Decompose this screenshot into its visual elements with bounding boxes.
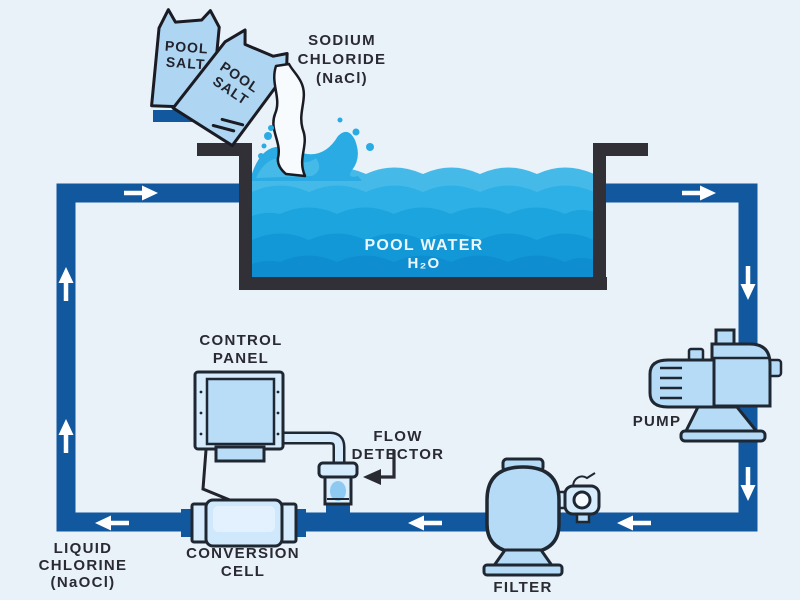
pump-motor	[648, 358, 716, 409]
filter-base	[482, 563, 564, 577]
conversion-cell-label: CELL	[221, 563, 265, 580]
sodium-chloride-formula: (NaCl)	[316, 70, 368, 87]
panel-tab	[214, 445, 266, 463]
filter-tank	[485, 465, 561, 555]
pump-label: PUMP	[633, 413, 682, 430]
panel-screen	[205, 377, 276, 446]
filter-valve-dial	[572, 490, 592, 510]
cell-highlight	[213, 506, 275, 532]
panel-screws	[199, 390, 280, 436]
diagram-labels: SODIUM CHLORIDE (NaCl) CONTROL PANEL FLO…	[39, 32, 682, 596]
flow-detector	[317, 450, 396, 517]
pump-motor-fins	[660, 366, 682, 400]
control-panel-label: CONTROL	[199, 332, 282, 349]
filter-label: FILTER	[493, 579, 552, 596]
pump-head	[710, 342, 772, 408]
pool-walls	[197, 143, 648, 290]
pump	[648, 328, 783, 443]
salt-bag-front: POOL SALT	[171, 28, 289, 148]
pump-base-plate	[679, 429, 767, 443]
flow-detector-label: FLOW	[373, 428, 422, 445]
salt-bag-label: POOL	[164, 38, 209, 57]
control-panel	[193, 370, 346, 507]
pool: POOL WATER H₂O	[197, 117, 648, 290]
pool-water-formula: H₂O	[407, 255, 440, 272]
liquid-chlorine-label: CHLORINE	[39, 557, 128, 574]
pump-knob	[687, 347, 705, 362]
salt-bag-label: SALT	[165, 54, 206, 73]
detector-pipe-fitting	[326, 503, 350, 517]
conversion-cell-label: CONVERSION	[186, 545, 300, 562]
detector-glow	[330, 481, 346, 501]
pool-water	[252, 167, 593, 282]
flow-detector-label: DETECTOR	[352, 446, 445, 463]
filter-valve-wire	[572, 472, 596, 488]
detector-pointer-arrowhead-icon	[363, 469, 381, 485]
control-panel-label: PANEL	[213, 350, 269, 367]
filter	[482, 457, 601, 577]
panel-pipe	[281, 434, 343, 466]
sodium-chloride-label: CHLORIDE	[298, 51, 387, 68]
liquid-chlorine-formula: (NaOCl)	[51, 574, 116, 591]
sodium-chloride-label: SODIUM	[308, 32, 376, 49]
detector-pointer-arrow-icon	[379, 450, 396, 479]
liquid-chlorine-label: LIQUID	[54, 540, 113, 557]
salt-stream	[261, 62, 307, 178]
cell-fitting-left	[181, 509, 193, 537]
conversion-cell	[181, 498, 306, 548]
detector-cap	[317, 461, 359, 479]
pool-water-label: POOL WATER	[364, 237, 483, 254]
